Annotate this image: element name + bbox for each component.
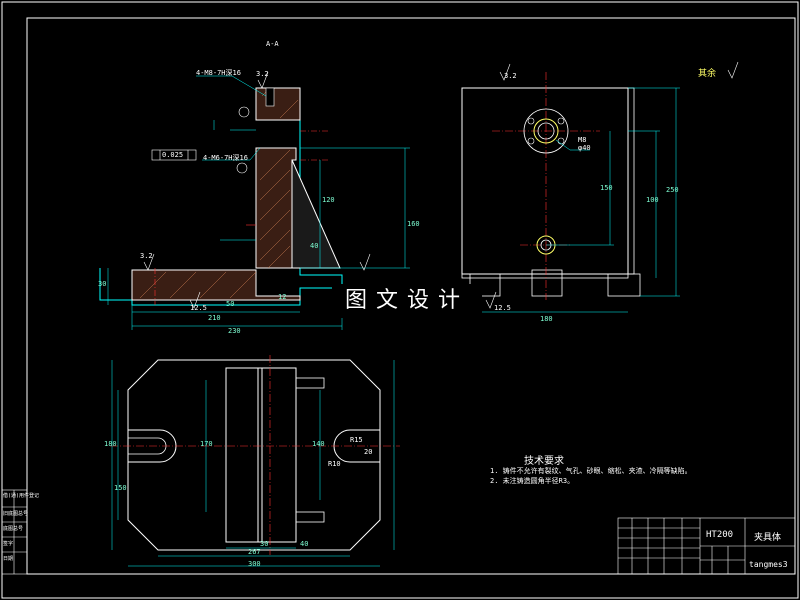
left-strip-2: 旧底图总号 [3, 511, 29, 517]
roughness-all-note: 其余 [698, 69, 717, 79]
dim-front-12: 12 [278, 293, 287, 301]
side-view [461, 61, 739, 313]
part-name-label: 夹具体 [754, 533, 782, 543]
hole-note-1: 4-M8-7H深16 [196, 69, 241, 77]
title-block [617, 517, 796, 575]
tech-line-1: 1. 铸件不允许有裂纹、气孔、砂眼、缩松、夹渣、冷隔等缺陷。 [490, 467, 692, 475]
roughness-base: 12.5 [190, 304, 207, 312]
inner-border [26, 17, 796, 575]
dim-top-150: 150 [114, 484, 127, 492]
top-view [110, 355, 400, 567]
dim-front-30: 30 [98, 280, 107, 288]
left-strip [1, 489, 28, 575]
dim-front-230: 230 [228, 327, 241, 335]
dim-top-20: 20 [364, 448, 373, 456]
dim-front-120: 120 [322, 196, 335, 204]
dim-top-267: 267 [248, 548, 261, 556]
drawing-number-label: tangmes3 [749, 560, 788, 569]
dim-top-r15: R15 [350, 436, 363, 444]
dim-side-100: 100 [646, 196, 659, 204]
left-strip-5: 日期 [3, 556, 14, 562]
section-view-label: A-A [266, 40, 279, 48]
left-strip-4: 签字 [3, 541, 14, 547]
dim-top-180: 180 [104, 440, 117, 448]
tech-line-2: 2. 未注铸造圆角半径R3。 [490, 477, 575, 485]
roughness-side: 3.2 [140, 252, 153, 260]
roughness-base-2: 12.5 [494, 304, 511, 312]
dim-front-50: 50 [226, 300, 235, 308]
dim-top-300: 300 [248, 560, 261, 568]
dim-side-250: 250 [666, 186, 679, 194]
dim-top-170: 170 [200, 440, 213, 448]
dim-front-160: 160 [407, 220, 420, 228]
dim-top-30: 30 [260, 540, 269, 548]
roughness-right: 3.2 [504, 72, 517, 80]
dim-side-150: 150 [600, 184, 613, 192]
dim-side-phi: φ40 [578, 144, 591, 152]
tolerance-frame-value: 0.025 [162, 151, 184, 159]
dim-side-180: 180 [540, 315, 553, 323]
dim-top-40: 40 [300, 540, 309, 548]
left-strip-3: 底图总号 [3, 526, 24, 532]
dim-front-40: 40 [310, 242, 319, 250]
dim-front-210: 210 [208, 314, 221, 322]
hole-note-2: 4-M6-7H深16 [203, 154, 248, 162]
tech-requirements-title: 技术要求 [524, 456, 564, 467]
dim-side-m: M8 [578, 136, 587, 144]
roughness-top: 3.2 [256, 70, 269, 78]
watermark-text: 图文设计 [332, 284, 482, 318]
left-strip-1: 借(通)用件登记 [3, 493, 40, 499]
dim-top-140: 140 [312, 440, 325, 448]
material-label: HT200 [706, 530, 734, 540]
dim-top-r10: R10 [328, 460, 341, 468]
front-section-view [99, 71, 410, 330]
